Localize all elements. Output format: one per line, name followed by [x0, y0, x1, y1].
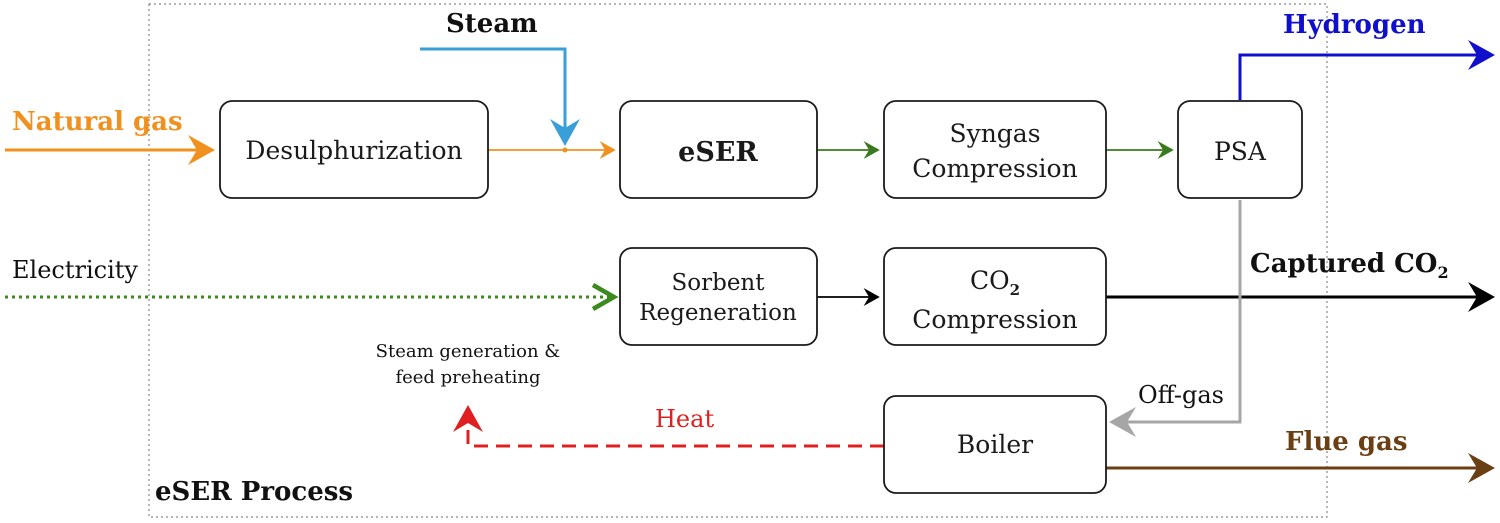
psa-box: PSA: [1177, 100, 1303, 199]
sorbent-regeneration-label-line1: Sorbent: [672, 270, 766, 296]
eser-box: eSER: [619, 100, 818, 199]
hydrogen-label: Hydrogen: [1283, 10, 1426, 40]
flue-gas-label: Flue gas: [1285, 427, 1408, 457]
co2-compression-subscript: 2: [1010, 281, 1020, 299]
desulphurization-label: Desulphurization: [245, 136, 462, 165]
co2-compression-label-line1: CO2: [970, 266, 1020, 299]
sorbent-regeneration-label-line2: Regeneration: [639, 300, 797, 326]
steam-generation-label-line1: Steam generation &: [376, 341, 561, 362]
syngas-compression-label-line1: Syngas: [949, 119, 1040, 148]
desulphurization-box: Desulphurization: [219, 100, 489, 199]
steam-generation-label-line2: feed preheating: [395, 367, 540, 388]
off-gas-line: [1109, 200, 1242, 437]
steam-label: Steam: [446, 9, 538, 39]
off-gas-label: Off-gas: [1138, 381, 1224, 409]
steam-line: [420, 47, 580, 146]
co2-compression-box: CO2 Compression: [883, 247, 1107, 346]
natural-gas-label: Natural gas: [12, 107, 183, 137]
eser-label: eSER: [678, 137, 758, 168]
sorbent-regeneration-box: Sorbent Regeneration: [619, 247, 818, 346]
co2-compression-co: CO: [970, 266, 1010, 295]
boiler-label: Boiler: [957, 430, 1033, 459]
captured-co2-label: Captured CO2: [1250, 249, 1449, 282]
heat-label: Heat: [655, 405, 714, 433]
psa-label: PSA: [1214, 137, 1267, 166]
co2-compression-label-line2: Compression: [912, 305, 1077, 334]
hydrogen-line: [1238, 40, 1495, 100]
mixing-point: [562, 147, 568, 153]
heat-line: [453, 405, 884, 448]
boiler-box: Boiler: [883, 395, 1107, 494]
syngas-compression-box: Syngas Compression: [883, 100, 1107, 199]
syngas-compression-label-line2: Compression: [912, 154, 1077, 183]
electricity-label: Electricity: [12, 256, 138, 284]
boundary-label: eSER Process: [155, 477, 353, 507]
captured-co2-subscript: 2: [1437, 263, 1448, 282]
process-boundary: [148, 3, 1328, 518]
captured-co2-text: Captured CO: [1250, 249, 1437, 279]
